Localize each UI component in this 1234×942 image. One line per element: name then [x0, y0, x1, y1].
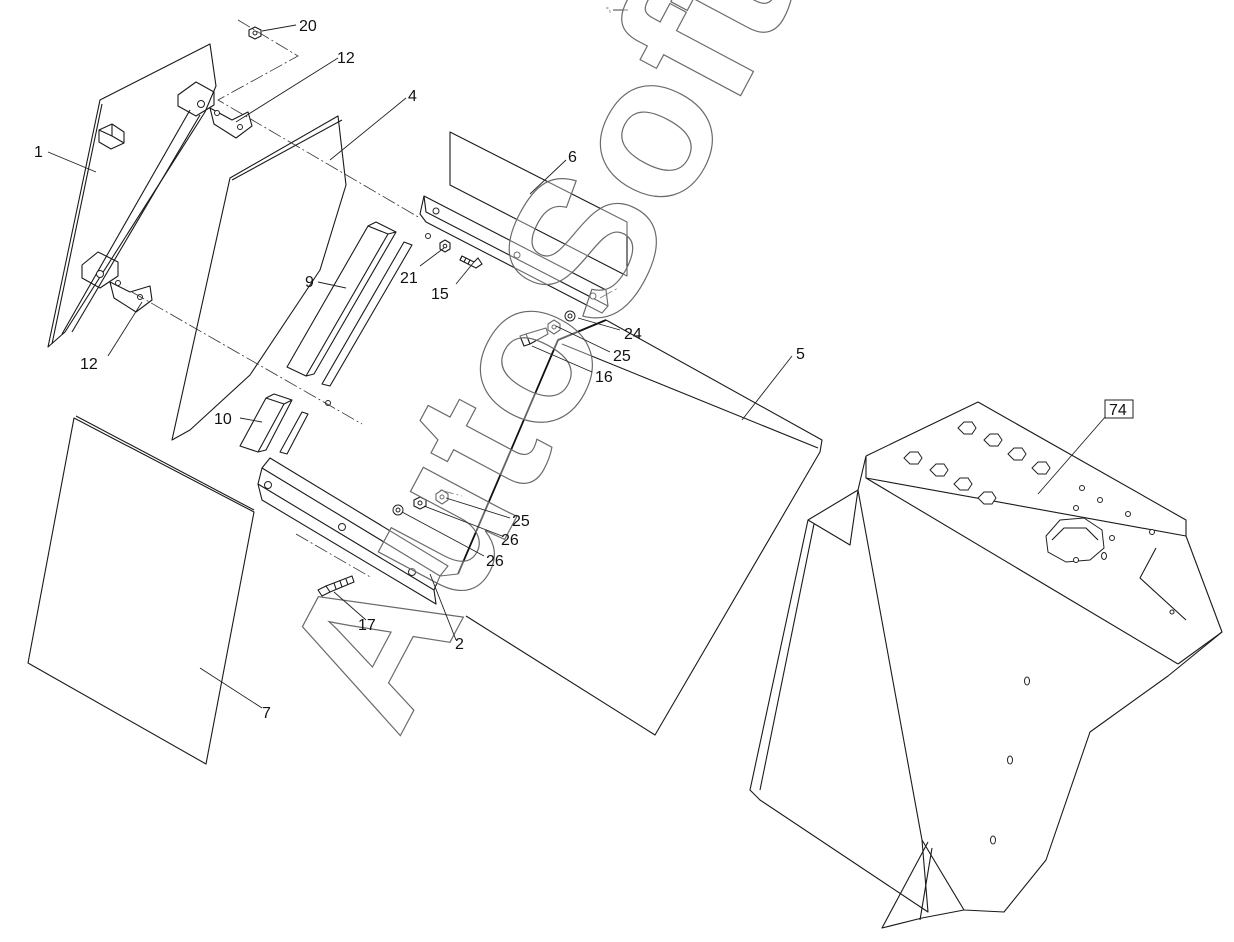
leader-lines [47, 24, 1107, 709]
callout-21: 25 [512, 513, 530, 530]
callout-20: 20 [299, 18, 317, 35]
callouts: 20 12 1 4 6 9 21 15 24 25 16 5 12 10 25 … [34, 18, 1134, 722]
callout-12-upper: 12 [337, 50, 355, 67]
part-2-upper-rail [419, 195, 609, 314]
callout-25-upper: 24 [624, 326, 642, 343]
part-4-panel [171, 115, 347, 441]
callout-6: 6 [568, 149, 577, 166]
callout-74: 74 [1109, 402, 1127, 419]
fasteners [248, 26, 576, 597]
callout-25-lower: 26 [486, 553, 504, 570]
part-2-lower-rail [257, 457, 459, 605]
callout-26-upper: 25 [613, 348, 631, 365]
part-5-front-panel [457, 319, 823, 736]
callout-12-lower: 12 [80, 356, 98, 373]
part-7-sheet [27, 415, 255, 765]
callout-7: 7 [262, 705, 271, 722]
part-74-housing [749, 401, 1223, 929]
part-9-profile [286, 221, 413, 387]
center-lines [131, 19, 619, 579]
callout-16: 16 [595, 369, 613, 386]
part-1-side-panel [47, 43, 253, 348]
part-6-strip [449, 131, 628, 277]
header-mark: °₁ ═══ [606, 6, 628, 14]
callout-2: 2 [455, 636, 464, 653]
callout-26-lower: 26 [501, 532, 519, 549]
watermark: AutoSoft [239, 0, 832, 760]
callout-5: 5 [796, 346, 805, 363]
callout-74-box [1104, 399, 1134, 419]
callout-17: 17 [358, 617, 376, 634]
part-10-profile [239, 393, 309, 455]
callout-9: 9 [305, 274, 314, 291]
callout-4: 4 [408, 88, 417, 105]
callout-15: 15 [431, 286, 449, 303]
callout-1: 1 [34, 144, 43, 161]
callout-10: 10 [214, 411, 232, 428]
callout-24: 21 [400, 270, 418, 287]
